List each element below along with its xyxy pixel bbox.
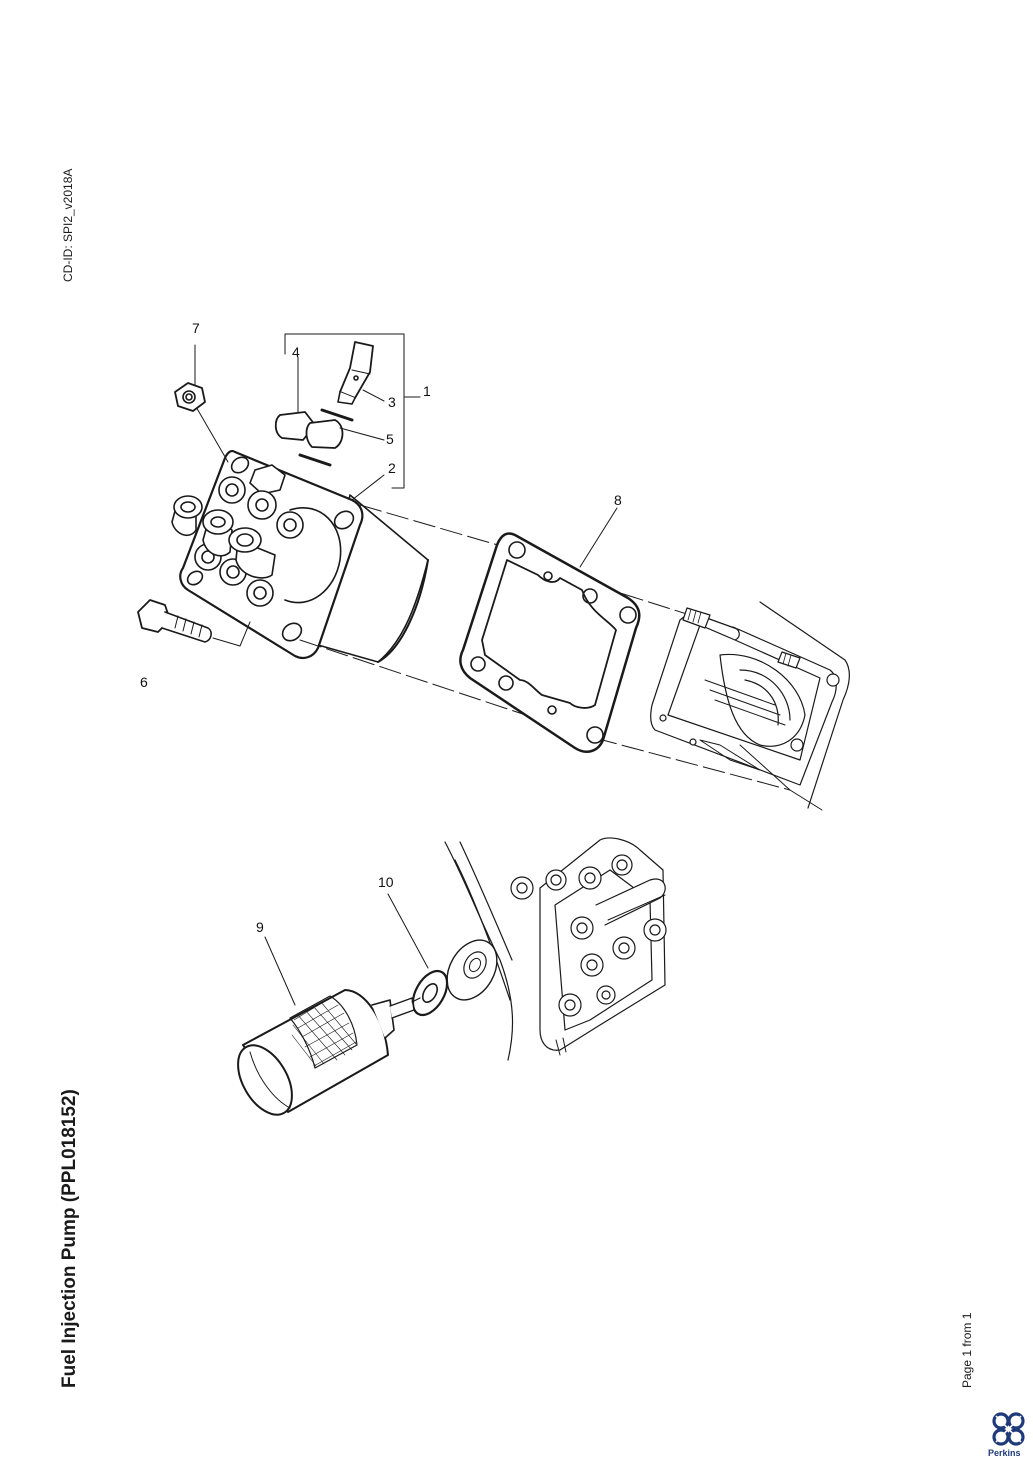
washer-part-2: [300, 455, 330, 465]
fitting-part-4: [276, 412, 343, 448]
perkins-logo-text: Perkins: [988, 1448, 1021, 1458]
callout-2: 2: [388, 460, 396, 476]
bolt-part-6: [138, 600, 211, 642]
callout-5: 5: [386, 431, 394, 447]
o-ring-part-5: [322, 410, 352, 420]
perkins-logo-icon: [990, 1412, 1030, 1458]
callout-8: 8: [614, 492, 622, 508]
callout-9: 9: [256, 919, 264, 935]
banjo-bolt-part-3: [338, 342, 373, 404]
filter-mounting-boss: [437, 931, 507, 1008]
callout-6: 6: [140, 674, 148, 690]
fuel-filter-part-9: [227, 937, 420, 1124]
callout-10: 10: [378, 874, 394, 890]
callout-1: 1: [423, 383, 431, 399]
nut-part-7: [175, 383, 205, 411]
installed-pump-view: [445, 838, 668, 1060]
callout-3: 3: [388, 394, 396, 410]
callout-7: 7: [192, 320, 200, 336]
sealing-washer-part-10: [388, 894, 454, 1021]
callout-4: 4: [292, 344, 300, 360]
bracket-part-1: [285, 334, 404, 488]
engine-housing: [651, 602, 850, 810]
injection-pump-assembly: [172, 345, 428, 662]
gasket-part-8: [460, 508, 639, 752]
